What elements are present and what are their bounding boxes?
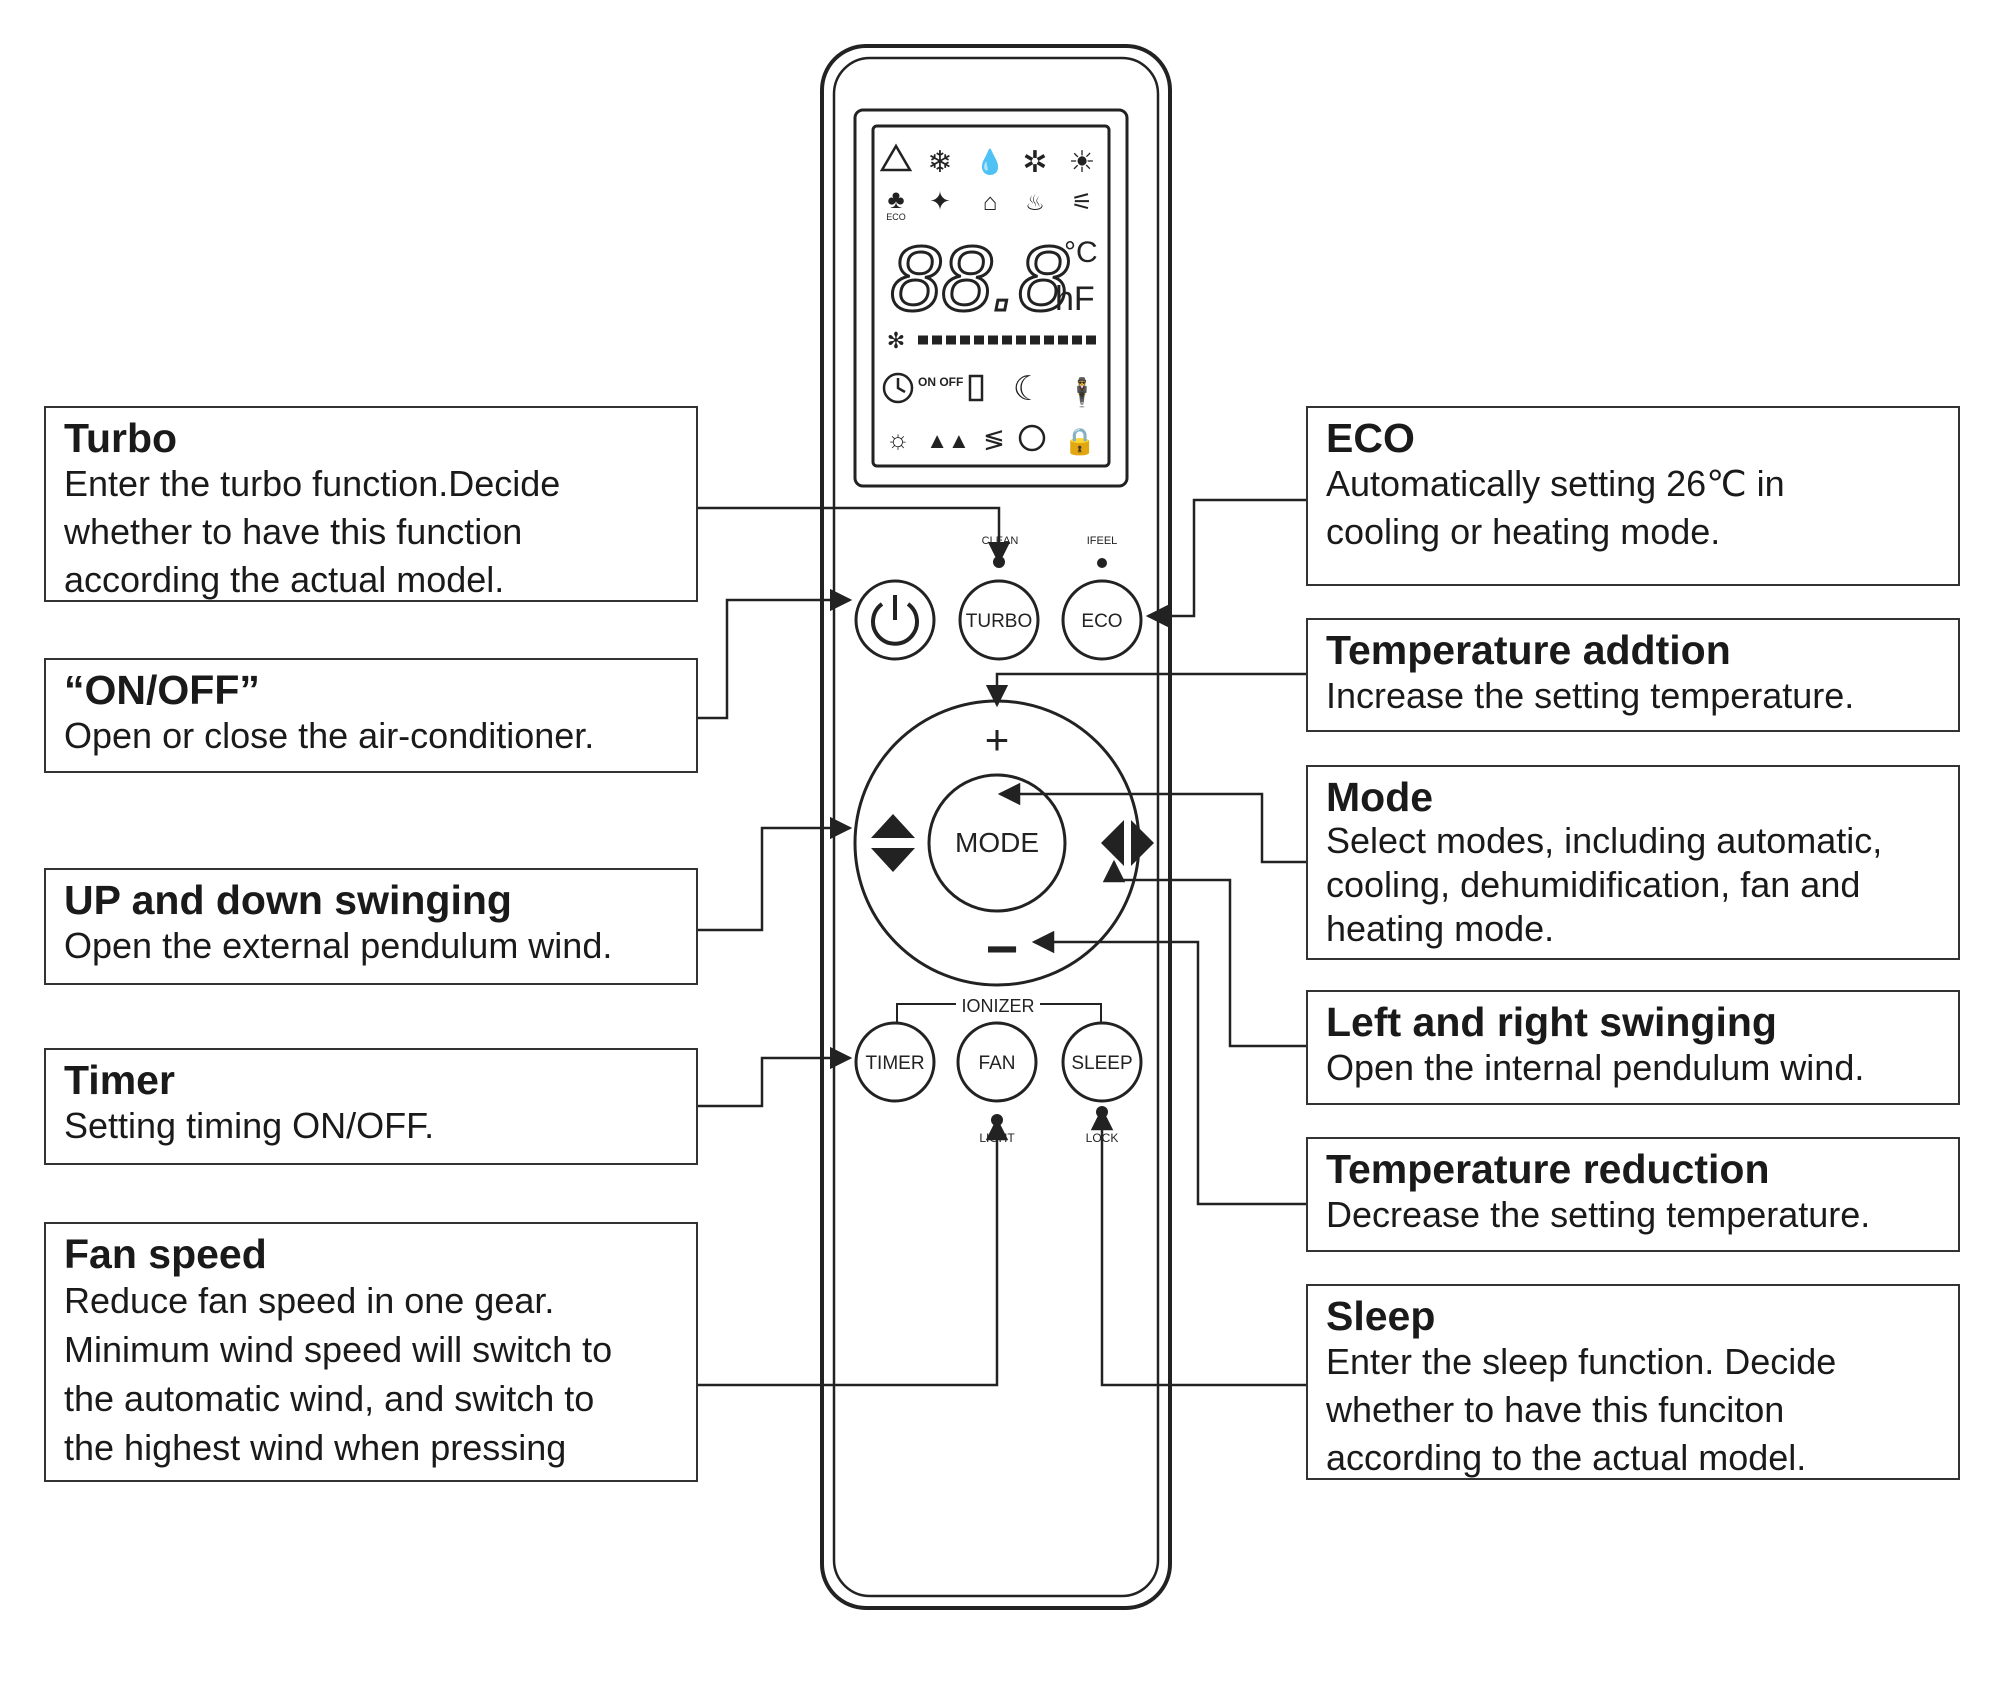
dry-drops-icon: 💧: [975, 148, 1005, 176]
callout-title: ECO: [1326, 415, 1415, 461]
battery-icon: [968, 374, 984, 402]
health-icon: ▲▲: [926, 428, 970, 453]
on-off-indicator: ON OFF: [918, 375, 963, 389]
swing-icon: ≶: [983, 424, 1005, 454]
callout-timer: Timer Setting timing ON/OFF.: [44, 1048, 698, 1165]
callout-temperature-addition: Temperature addtion Increase the setting…: [1306, 618, 1960, 732]
fan-button-label: FAN: [979, 1053, 1016, 1074]
callout-description: Automatically setting 26℃ in cooling or …: [1326, 463, 1785, 552]
callout-left-right-swing: Left and right swinging Open the interna…: [1306, 990, 1960, 1105]
power-button[interactable]: [854, 579, 936, 661]
leader-timer: [698, 1046, 853, 1108]
callout-description: Setting timing ON/OFF.: [64, 1105, 435, 1146]
ifeel-label: IFEEL: [1087, 535, 1118, 547]
callout-mode: Mode Select modes, including automatic, …: [1306, 765, 1960, 960]
eco-button[interactable]: ECO: [1061, 579, 1143, 661]
lcd-display: ❄ 💧 ✲ ☀ ♣ ECO ✦ ⌂ ♨ ⚟ 88.8 °C hF ✻ ON OF…: [853, 108, 1129, 488]
left-right-arrows-icon: [1101, 820, 1154, 866]
timer-button-label: TIMER: [865, 1053, 924, 1074]
turbo-button[interactable]: TURBO: [958, 579, 1040, 661]
lcd-eco-label: ECO: [886, 212, 906, 222]
callout-title: Temperature reduction: [1326, 1146, 1770, 1192]
ionizer-icon: [1018, 424, 1046, 452]
temp-down-button[interactable]: −: [986, 917, 1019, 980]
auto-mode-icon: [879, 143, 913, 172]
timer-button[interactable]: TIMER: [854, 1021, 936, 1103]
callout-title: Left and right swinging: [1326, 999, 1777, 1045]
leader-mode: [997, 782, 1306, 864]
person-icon: 🕴: [1065, 376, 1100, 409]
callout-temperature-reduction: Temperature reduction Decrease the setti…: [1306, 1137, 1960, 1252]
callout-description: Open the external pendulum wind.: [64, 925, 613, 966]
leader-turbo: [698, 506, 1011, 565]
callout-title: “ON/OFF”: [64, 667, 260, 713]
mode-button-label: MODE: [955, 827, 1039, 858]
leader-left-right: [1102, 859, 1306, 1048]
callout-title: Turbo: [64, 415, 178, 461]
moon-sleep-icon: ☾: [1013, 370, 1043, 408]
hour-fahrenheit-unit: hF: [1055, 280, 1095, 318]
leader-eco: [1145, 498, 1306, 628]
mode-button[interactable]: MODE: [927, 773, 1067, 913]
callout-title: UP and down swinging: [64, 877, 512, 923]
callout-description: Enter the sleep function. Decide whether…: [1326, 1341, 1837, 1478]
turbo-button-label: TURBO: [966, 611, 1033, 632]
leader-temp-add: [985, 672, 1306, 708]
left-right-swing-button[interactable]: [1101, 820, 1154, 866]
callout-fan-speed: Fan speed Reduce fan speed in one gear. …: [44, 1222, 698, 1482]
direction-pad[interactable]: + − MODE: [853, 699, 1154, 987]
callout-on-off: “ON/OFF” Open or close the air-condition…: [44, 658, 698, 773]
sun-heat-icon: ☀: [1069, 146, 1096, 179]
callout-turbo: Turbo Enter the turbo function.Decide wh…: [44, 406, 698, 602]
power-icon: [871, 602, 919, 646]
ifeel-icon: ♨: [1025, 190, 1045, 215]
ionizer-label: IONIZER: [961, 996, 1034, 1016]
callout-title: Fan speed: [64, 1231, 267, 1277]
callout-description: Open the internal pendulum wind.: [1326, 1047, 1865, 1088]
turbo-icon: ✦: [929, 186, 951, 216]
temp-up-button[interactable]: +: [985, 716, 1010, 763]
callout-title: Mode: [1326, 774, 1434, 820]
sleep-button[interactable]: SLEEP: [1061, 1021, 1143, 1103]
sleep-button-label: SLEEP: [1071, 1053, 1132, 1074]
callout-description: Enter the turbo function.Decide whether …: [64, 463, 561, 600]
leader-temp-red: [1031, 930, 1306, 1206]
callout-description: Reduce fan speed in one gear. Minimum wi…: [64, 1280, 613, 1468]
fan-speed-icon: ✻: [887, 328, 905, 353]
light-bulb-icon: ☼: [886, 424, 910, 454]
callout-up-down-swing: UP and down swinging Open the external p…: [44, 868, 698, 985]
callout-description: Increase the setting temperature.: [1326, 675, 1855, 716]
leader-fan: [698, 1117, 1009, 1387]
fan-button[interactable]: FAN: [956, 1021, 1038, 1103]
snowflake-icon: ❄: [927, 146, 952, 179]
leader-sleep: [1090, 1107, 1306, 1387]
callout-sleep: Sleep Enter the sleep function. Decide w…: [1306, 1284, 1960, 1480]
callout-description: Decrease the setting temperature.: [1326, 1194, 1871, 1235]
callout-description: Open or close the air-conditioner.: [64, 715, 595, 756]
ifeel-dot: [1097, 558, 1107, 568]
temperature-digits: 88.8: [890, 228, 1069, 330]
callout-title: Temperature addtion: [1326, 627, 1731, 673]
up-down-swing-button[interactable]: [871, 814, 915, 872]
callout-title: Timer: [64, 1057, 175, 1103]
wifi-icon: ⚟: [1071, 189, 1093, 216]
lock-icon: 🔒: [1064, 426, 1096, 456]
callout-title: Sleep: [1326, 1293, 1436, 1339]
clock-icon: [882, 372, 914, 404]
home-icon: ⌂: [983, 189, 998, 216]
callout-description: Select modes, including automatic, cooli…: [1326, 820, 1883, 949]
leader-lines: [698, 498, 1306, 1387]
leader-updown: [698, 816, 853, 932]
callout-eco: ECO Automatically setting 26℃ in cooling…: [1306, 406, 1960, 586]
eco-leaf-icon: ♣: [887, 184, 904, 214]
fan-mode-icon: ✲: [1022, 146, 1047, 179]
eco-button-label: ECO: [1081, 611, 1122, 632]
up-down-arrows-icon: [871, 814, 915, 872]
leader-onoff: [698, 588, 853, 720]
celsius-unit: °C: [1064, 236, 1098, 269]
